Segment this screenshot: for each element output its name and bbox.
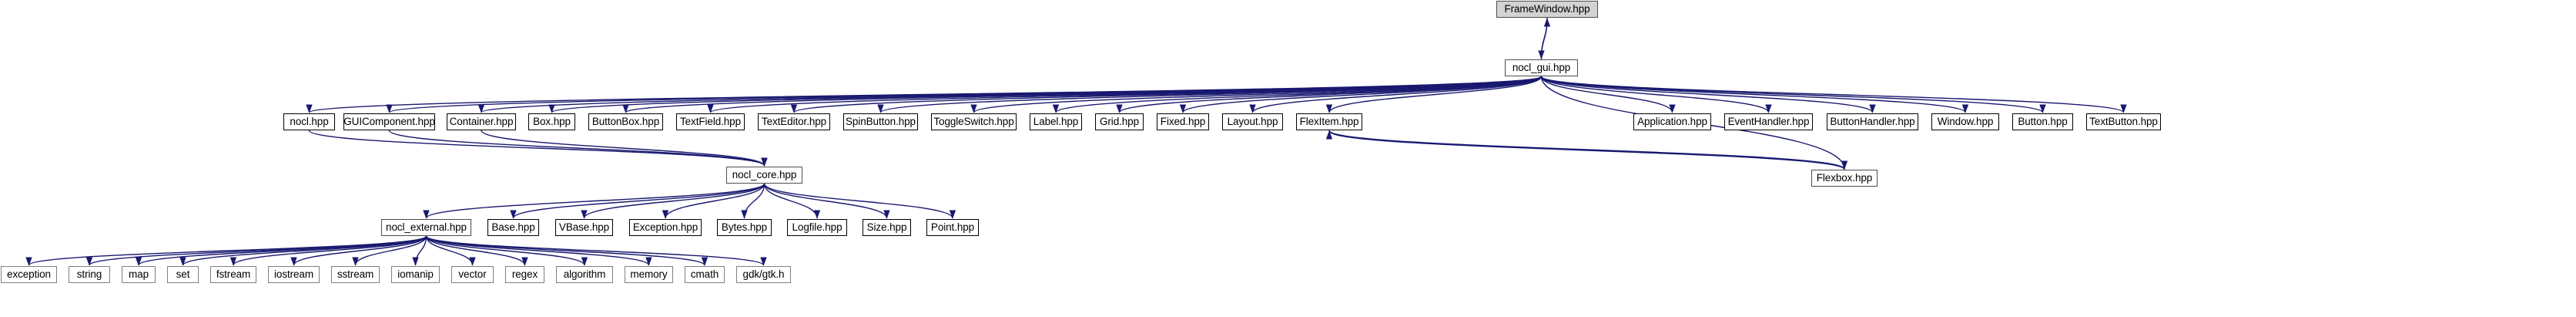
graph-node-eventhandler[interactable]: EventHandler.hpp xyxy=(1724,113,1813,130)
edge-nocl_gui-to-texteditor xyxy=(791,76,1543,113)
graph-node-textbutton[interactable]: TextButton.hpp xyxy=(2086,113,2161,130)
edge-nocl_external-to-std_iostream xyxy=(290,235,427,266)
graph-node-std_fstream[interactable]: fstream xyxy=(210,266,256,283)
edge-nocl_gui-to-toggleswitch xyxy=(970,76,1543,113)
graph-node-flexitem[interactable]: FlexItem.hpp xyxy=(1296,113,1362,130)
graph-node-std_iostream[interactable]: iostream xyxy=(268,266,320,283)
graph-node-std_exception[interactable]: exception xyxy=(1,266,57,283)
graph-node-textfield[interactable]: TextField.hpp xyxy=(676,113,745,130)
edge-nocl_external-to-std_set xyxy=(179,235,427,266)
graph-node-vbase[interactable]: VBase.hpp xyxy=(555,219,613,236)
edge-nocl_gui-to-button xyxy=(1540,76,2046,113)
edge-nocl_external-to-std_vector xyxy=(425,235,476,266)
edge-nocl_gui-to-flexitem xyxy=(1325,76,1543,113)
graph-node-exception[interactable]: Exception.hpp xyxy=(629,219,702,236)
edge-nocl_external-to-std_algorithm xyxy=(425,235,588,266)
graph-node-std_set[interactable]: set xyxy=(167,266,199,283)
edge-nocl_external-to-std_exception xyxy=(25,235,427,266)
graph-node-texteditor[interactable]: TextEditor.hpp xyxy=(758,113,830,130)
edges xyxy=(25,17,2127,266)
edge-nocl_core-to-exception xyxy=(662,183,765,219)
edge-nocl_gui-to-textfield xyxy=(707,76,1543,113)
edge-nocl_core-to-vbase xyxy=(581,183,765,219)
edge-nocl_gui-to-label xyxy=(1053,76,1543,113)
edge-nocl_gui-to-box xyxy=(548,76,1543,113)
edge-nocl_external-to-std_string xyxy=(86,235,427,266)
graph-node-base[interactable]: Base.hpp xyxy=(487,219,539,236)
graph-node-size[interactable]: Size.hpp xyxy=(863,219,911,236)
graph-node-std_map[interactable]: map xyxy=(122,266,156,283)
edge-flexitem-to-flexbox xyxy=(1328,130,1847,170)
graph-node-grid[interactable]: Grid.hpp xyxy=(1095,113,1144,130)
edge-nocl_gui-to-buttonhandler xyxy=(1540,76,1876,113)
graph-node-std_vector[interactable]: vector xyxy=(451,266,494,283)
graph-node-std_iomanip[interactable]: iomanip xyxy=(391,266,440,283)
edge-nocl_core-to-point xyxy=(763,183,956,219)
edge-nocl_external-to-std_regex xyxy=(425,235,528,266)
edge-nocl_core-to-base xyxy=(510,183,765,219)
edge-nocl_gui-to-textbutton xyxy=(1540,76,2127,113)
graph-node-flexbox[interactable]: Flexbox.hpp xyxy=(1811,170,1878,187)
edge-nocl_gui-to-fixed xyxy=(1180,76,1543,113)
edge-nocl-to-nocl_core xyxy=(308,130,768,167)
edge-nocl_gui-to-window xyxy=(1540,76,1968,113)
edge-nocl_external-to-std_map xyxy=(136,235,427,266)
edge-nocl_external-to-gdkgtk xyxy=(425,235,767,266)
graph-node-logfile[interactable]: Logfile.hpp xyxy=(787,219,847,236)
graph-node-application[interactable]: Application.hpp xyxy=(1633,113,1711,130)
graph-node-framewindow[interactable]: FrameWindow.hpp xyxy=(1496,1,1598,18)
edge-nocl_gui-to-buttonbox xyxy=(622,76,1543,113)
edge-nocl_external-to-std_sstream xyxy=(352,235,427,266)
edge-nocl_gui-to-nocl xyxy=(307,76,1543,113)
graph-node-buttonhandler[interactable]: ButtonHandler.hpp xyxy=(1827,113,1918,130)
edge-nocl_core-to-size xyxy=(763,183,890,219)
edge-nocl_gui-to-grid xyxy=(1116,76,1543,113)
edge-nocl_core-to-logfile xyxy=(763,183,821,219)
graph-node-gdkgtk[interactable]: gdk/gtk.h xyxy=(736,266,791,283)
graph-node-window[interactable]: Window.hpp xyxy=(1931,113,1999,130)
edge-nocl_external-to-std_iomanip xyxy=(412,235,427,266)
graph-node-button[interactable]: Button.hpp xyxy=(2012,113,2073,130)
graph-node-std_regex[interactable]: regex xyxy=(505,266,544,283)
edge-container-to-nocl_core xyxy=(481,130,768,167)
graph-node-box[interactable]: Box.hpp xyxy=(528,113,575,130)
graph-node-nocl_gui[interactable]: nocl_gui.hpp xyxy=(1505,59,1578,76)
graph-node-std_string[interactable]: string xyxy=(69,266,110,283)
edge-nocl_gui-to-framewindow xyxy=(1540,18,1551,60)
graph-node-std_sstream[interactable]: sstream xyxy=(331,266,380,283)
edge-nocl_gui-to-container xyxy=(478,76,1543,113)
edge-nocl_gui-to-eventhandler xyxy=(1540,76,1772,113)
graph-node-bytes[interactable]: Bytes.hpp xyxy=(717,219,772,236)
edge-nocl_gui-to-spinbutton xyxy=(877,76,1543,113)
edge-nocl_core-to-bytes xyxy=(741,183,765,219)
graph-node-layout[interactable]: Layout.hpp xyxy=(1222,113,1283,130)
graph-node-nocl[interactable]: nocl.hpp xyxy=(283,113,335,130)
graph-node-label[interactable]: Label.hpp xyxy=(1030,113,1082,130)
edge-nocl_external-to-std_cmath xyxy=(425,235,708,266)
graph-node-std_algorithm[interactable]: algorithm xyxy=(556,266,613,283)
graph-node-point[interactable]: Point.hpp xyxy=(926,219,979,236)
edge-nocl_gui-to-layout xyxy=(1249,76,1543,113)
graph-node-std_cmath[interactable]: cmath xyxy=(685,266,725,283)
graph-node-nocl_external[interactable]: nocl_external.hpp xyxy=(381,219,471,236)
edge-guicomponent-to-nocl_core xyxy=(388,130,768,167)
graph-node-nocl_core[interactable]: nocl_core.hpp xyxy=(726,167,802,184)
graph-node-std_memory[interactable]: memory xyxy=(625,266,673,283)
edge-nocl_gui-to-application xyxy=(1540,76,1676,113)
edge-nocl_gui-to-guicomponent xyxy=(386,76,1543,113)
graph-node-guicomponent[interactable]: GUIComponent.hpp xyxy=(343,113,435,130)
graph-node-container[interactable]: Container.hpp xyxy=(447,113,516,130)
edge-nocl_external-to-std_fstream xyxy=(229,235,427,266)
graph-node-spinbutton[interactable]: SpinButton.hpp xyxy=(843,113,918,130)
graph-node-fixed[interactable]: Fixed.hpp xyxy=(1157,113,1209,130)
edge-framewindow-to-nocl_gui xyxy=(1538,17,1548,59)
edge-nocl_core-to-nocl_external xyxy=(423,183,765,219)
graph-node-buttonbox[interactable]: ButtonBox.hpp xyxy=(588,113,663,130)
edge-nocl_external-to-std_memory xyxy=(425,235,652,266)
edge-flexbox-to-flexitem xyxy=(1326,130,1845,170)
graph-node-toggleswitch[interactable]: ToggleSwitch.hpp xyxy=(931,113,1017,130)
